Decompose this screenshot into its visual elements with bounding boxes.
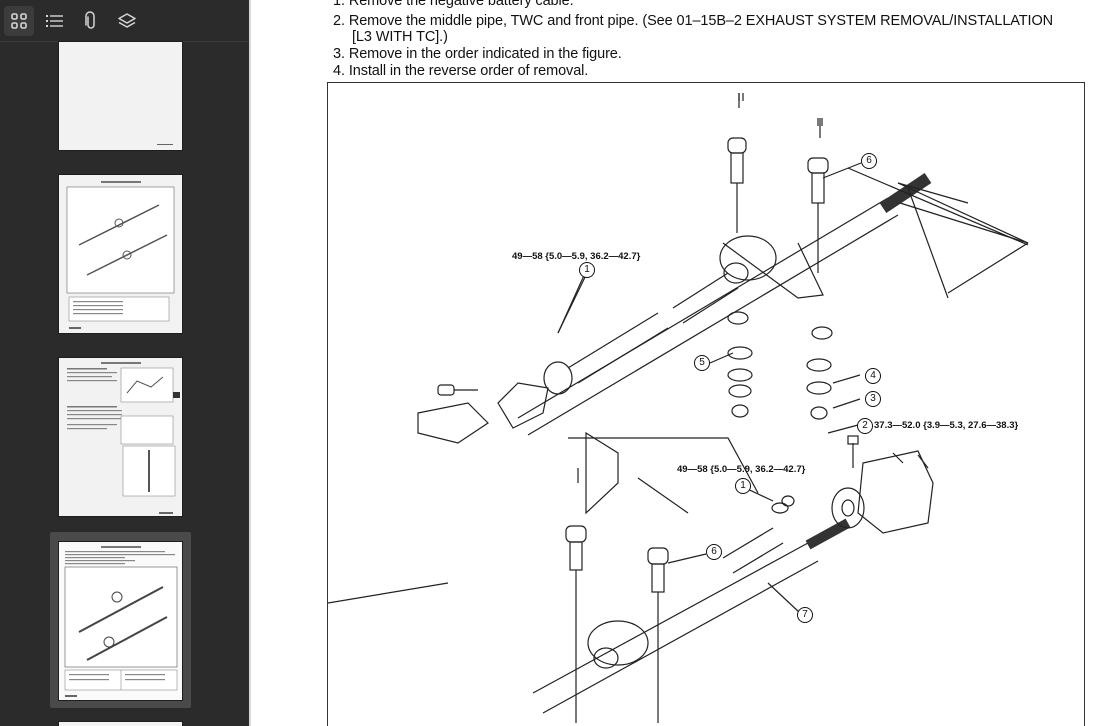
torque-label-middle: 37.3—52.0 {3.9—5.3, 27.6—38.3} xyxy=(874,420,1019,431)
sidebar-toolbar xyxy=(0,0,249,42)
callout-1-lower: 1 xyxy=(735,478,751,494)
propeller-shaft-diagram xyxy=(328,93,1029,723)
paperclip-icon xyxy=(85,11,95,29)
page-thumbnail-1[interactable] xyxy=(59,42,182,150)
page-thumbnail-5[interactable] xyxy=(59,722,182,726)
callout-1-upper: 1 xyxy=(579,262,595,278)
sidebar-divider[interactable] xyxy=(249,0,251,726)
step-2-continued: [L3 WITH TC].) xyxy=(352,29,448,45)
callout-5: 5 xyxy=(694,355,710,371)
thumbnails-view-button[interactable] xyxy=(4,6,34,36)
callout-4: 4 xyxy=(865,368,881,384)
callout-3: 3 xyxy=(865,391,881,407)
outline-view-button[interactable] xyxy=(40,6,70,36)
callout-6-lower: 6 xyxy=(706,544,722,560)
layers-view-button[interactable] xyxy=(112,6,142,36)
step-4: 4. Install in the reverse order of remov… xyxy=(333,63,589,79)
layers-icon xyxy=(118,13,136,28)
exploded-view-figure: 49—58 {5.0—5.9, 36.2—42.7} 37.3—52.0 {3.… xyxy=(327,82,1085,726)
page-thumbnail-4[interactable] xyxy=(59,542,182,700)
thumbnail-preview xyxy=(66,181,175,329)
list-icon xyxy=(46,15,63,27)
grid-icon xyxy=(11,13,27,29)
torque-label-lower: 49—58 {5.0—5.9, 36.2—42.7} xyxy=(677,464,806,475)
thumbnail-preview xyxy=(67,362,180,514)
page-thumbnail-2[interactable] xyxy=(59,175,182,333)
attachments-view-button[interactable] xyxy=(76,6,106,36)
step-2: 2. Remove the middle pipe, TWC and front… xyxy=(333,13,1054,29)
torque-label-upper: 49—58 {5.0—5.9, 36.2—42.7} xyxy=(512,251,641,262)
step-3: 3. Remove in the order indicated in the … xyxy=(333,46,622,62)
page-thumbnail-3[interactable] xyxy=(59,358,182,516)
thumbnail-preview xyxy=(64,546,178,697)
callout-7: 7 xyxy=(797,607,813,623)
callout-6-upper: 6 xyxy=(861,153,877,169)
thumbnail-sidebar xyxy=(0,0,249,726)
document-page: 1. Remove the negative battery cable. 2.… xyxy=(251,0,1111,726)
callout-2: 2 xyxy=(857,418,873,434)
step-1: 1. Remove the negative battery cable. xyxy=(333,0,574,9)
